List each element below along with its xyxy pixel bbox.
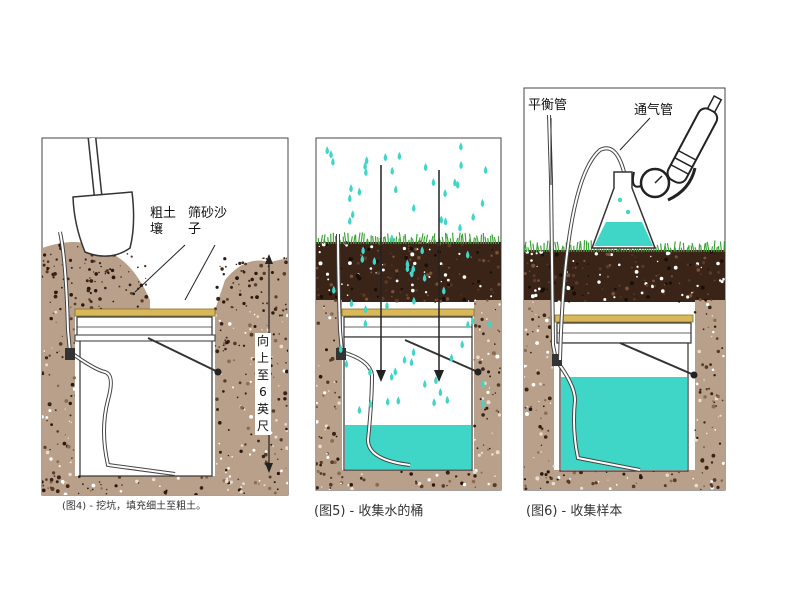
label-balance-tube: 平衡管	[528, 94, 567, 113]
caption-fig4: (图4) - 挖坑，填充细土至粗土。	[62, 500, 267, 514]
soil-right-wall	[215, 258, 288, 495]
sand-layer	[75, 309, 215, 316]
soil-right-fig5	[474, 300, 501, 490]
water-fig5	[345, 425, 471, 469]
caption-fig5: (图5) - 收集水的桶	[314, 500, 423, 519]
label-vent-tube: 通气管	[634, 99, 673, 118]
sand-layer-fig5	[342, 309, 474, 316]
bucket-body	[80, 337, 212, 476]
water-fig6	[561, 377, 687, 470]
panel-fig5	[314, 142, 501, 491]
vacuum-pump	[665, 93, 727, 185]
leader-vent-tube	[620, 118, 650, 150]
panel-fig6	[523, 93, 727, 490]
leader-sieved-sand	[185, 245, 215, 300]
label-depth: 向上至6英尺	[255, 333, 271, 435]
panel-fig4	[41, 138, 290, 497]
caption-fig6: (图6) - 收集样本	[526, 500, 622, 519]
label-coarse-soil: 粗土壤	[150, 206, 182, 238]
shovel-blade	[73, 192, 134, 256]
label-sieved-sand: 筛砂沙子	[188, 206, 228, 238]
leader-coarse-soil	[135, 245, 185, 292]
